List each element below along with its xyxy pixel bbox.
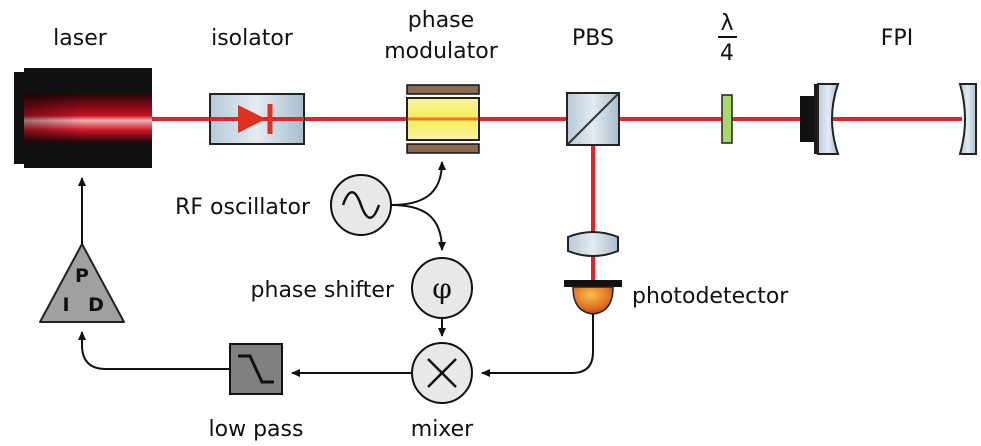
laser-component xyxy=(14,68,152,168)
low-pass-component xyxy=(229,343,283,395)
pbs-label: PBS xyxy=(572,26,614,51)
detector-to-mixer-line xyxy=(481,314,594,377)
mixer-component xyxy=(411,342,473,404)
pid-i-label: I xyxy=(62,294,69,316)
phase-modulator-component xyxy=(406,84,480,154)
phi-icon: φ xyxy=(432,272,452,305)
lowpass-to-pid-line xyxy=(78,331,230,370)
lowpass-icon xyxy=(238,354,274,384)
signal-lines xyxy=(78,161,594,377)
laser-label: laser xyxy=(53,26,108,51)
phase-shifter-component: φ xyxy=(411,257,473,319)
lens-component xyxy=(567,231,619,257)
rf-oscillator-label: RF oscillator xyxy=(175,195,311,220)
pid-d-label: D xyxy=(88,294,104,316)
photodetector-label: photodetector xyxy=(632,284,789,309)
photodetector-component xyxy=(564,280,622,315)
fpi-label: FPI xyxy=(881,26,913,51)
fpi-component xyxy=(800,83,977,155)
mixer-label: mixer xyxy=(411,417,474,442)
quarter-wave-denominator: 4 xyxy=(720,41,734,66)
sine-wave-icon xyxy=(341,191,381,219)
phase-shifter-label: phase shifter xyxy=(251,278,395,303)
quarter-wave-numerator: λ xyxy=(720,11,733,36)
rf-to-shifter-line xyxy=(390,204,446,251)
phase-modulator-label-line2: modulator xyxy=(384,39,498,64)
isolator-component xyxy=(209,93,305,145)
phase-modulator-label-line1: phase xyxy=(408,8,474,33)
rf-to-modulator-line xyxy=(390,161,446,206)
rf-oscillator-component xyxy=(330,174,392,236)
pid-controller-component: P I D xyxy=(39,243,125,323)
quarter-waveplate-component xyxy=(721,94,733,144)
low-pass-label: low pass xyxy=(209,417,304,442)
pbs-component xyxy=(566,92,620,146)
isolator-label: isolator xyxy=(211,26,294,51)
pid-p-label: P xyxy=(75,265,89,287)
